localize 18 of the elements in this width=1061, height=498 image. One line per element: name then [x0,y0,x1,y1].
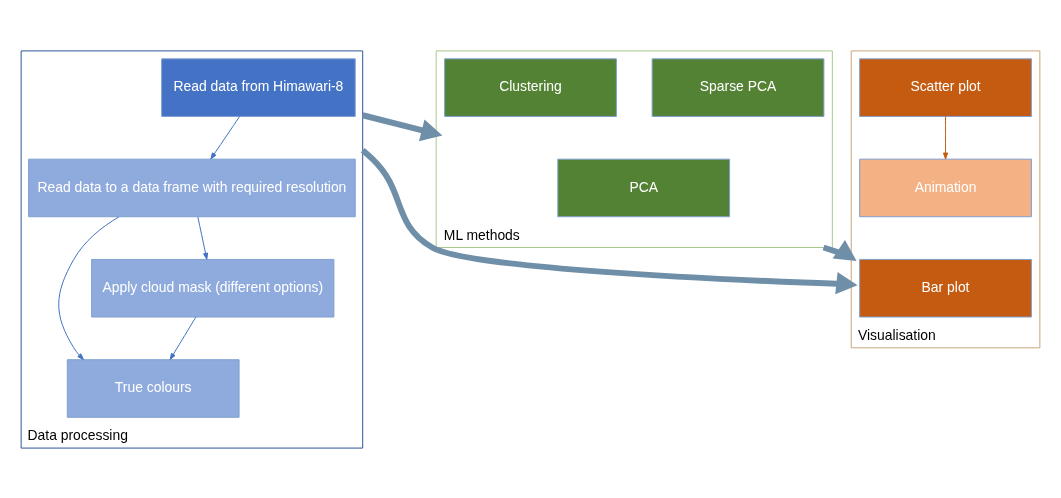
arrow [822,239,857,261]
arrow [942,115,949,159]
node-box: Read data from Himawari-8 [161,57,356,117]
node-box: Bar plot [859,258,1032,317]
arrow [58,215,120,360]
arrow [360,147,858,294]
node-box: True colours [66,358,240,418]
node-box: Apply cloud mask (different options) [91,258,335,317]
node-box: Scatter plot [859,57,1032,117]
node-box: Sparse PCA [651,57,825,117]
arrow [210,115,241,159]
node-box: Clustering [444,57,617,117]
arrow [169,316,197,360]
node-box: Read data to a data frame with required resolution [28,158,356,217]
node-box: PCA [557,158,731,217]
arrow [361,111,443,141]
arrow [197,215,209,260]
node-box: Animation [859,158,1032,217]
